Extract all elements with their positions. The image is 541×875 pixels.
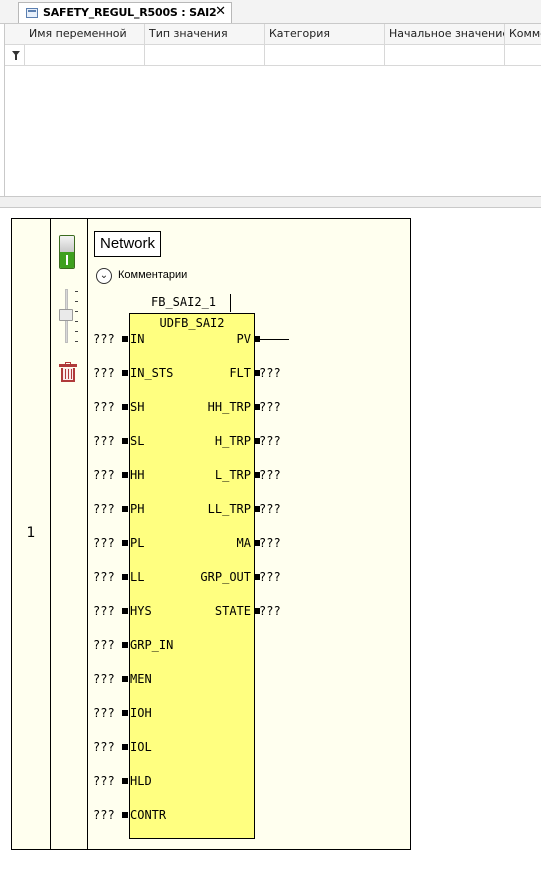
output-pin[interactable]: STATE??? <box>214 604 281 618</box>
output-pin[interactable]: L_TRP??? <box>214 468 281 482</box>
filter-initial-value-field[interactable] <box>385 45 505 65</box>
filter-category-field[interactable] <box>265 45 385 65</box>
function-block[interactable]: UDFB_SAI2 <box>129 313 255 839</box>
network-label[interactable]: Network <box>94 231 162 257</box>
network-enable-toggle[interactable] <box>59 235 75 269</box>
output-pin[interactable]: FLT??? <box>229 366 281 380</box>
output-pin[interactable]: LL_TRP??? <box>207 502 281 516</box>
column-header-comment[interactable]: Комментарий <box>509 27 541 40</box>
network-number-column: 1 <box>12 219 51 849</box>
output-pin[interactable]: PV <box>129 332 289 346</box>
chevron-down-icon[interactable]: ⌄ <box>96 268 112 284</box>
filter-icon <box>12 51 20 60</box>
filter-name-field[interactable] <box>25 45 145 65</box>
comment-label: Комментарии <box>118 269 188 281</box>
slider-handle[interactable] <box>59 309 73 321</box>
column-header-category[interactable]: Категория <box>265 24 385 44</box>
network-tools-column <box>50 219 88 849</box>
network-number: 1 <box>26 525 36 541</box>
output-pin[interactable]: H_TRP??? <box>214 434 281 448</box>
text-cursor <box>230 294 231 312</box>
document-icon <box>26 8 38 18</box>
column-header-initial-value[interactable]: Начальное значение <box>385 24 505 44</box>
filter-cell[interactable] <box>5 45 25 65</box>
filter-type-field[interactable] <box>145 45 265 65</box>
block-instance-name[interactable]: FB_SAI2_1 <box>151 295 217 309</box>
output-pin[interactable]: GRP_OUT??? <box>200 570 281 584</box>
trash-icon[interactable] <box>59 362 77 382</box>
variables-table: Имя переменной Тип значения Категория На… <box>4 24 541 196</box>
close-icon[interactable]: ✕ <box>215 4 226 19</box>
column-header-type[interactable]: Тип значения <box>145 24 265 44</box>
zoom-slider[interactable] <box>58 289 80 343</box>
block-type-name: UDFB_SAI2 <box>159 316 225 330</box>
editor-tab[interactable]: SAFETY_REGUL_R500S : SAI2 ✕ <box>18 2 232 23</box>
output-pin[interactable]: MA??? <box>236 536 281 550</box>
tab-title: SAFETY_REGUL_R500S : SAI2 <box>43 6 217 19</box>
filter-row <box>5 45 541 66</box>
network-area: 1 Network ⌄ Комментарии FB_SAI2_1 UDFB_S… <box>11 218 411 850</box>
pane-splitter[interactable] <box>0 196 541 208</box>
tab-bar: SAFETY_REGUL_R500S : SAI2 ✕ <box>0 0 541 24</box>
connection-wire <box>259 339 289 340</box>
filter-comment-field[interactable] <box>505 45 541 65</box>
column-header-name[interactable]: Имя переменной <box>25 24 145 44</box>
table-header: Имя переменной Тип значения Категория На… <box>5 24 541 45</box>
output-pin[interactable]: HH_TRP??? <box>207 400 281 414</box>
